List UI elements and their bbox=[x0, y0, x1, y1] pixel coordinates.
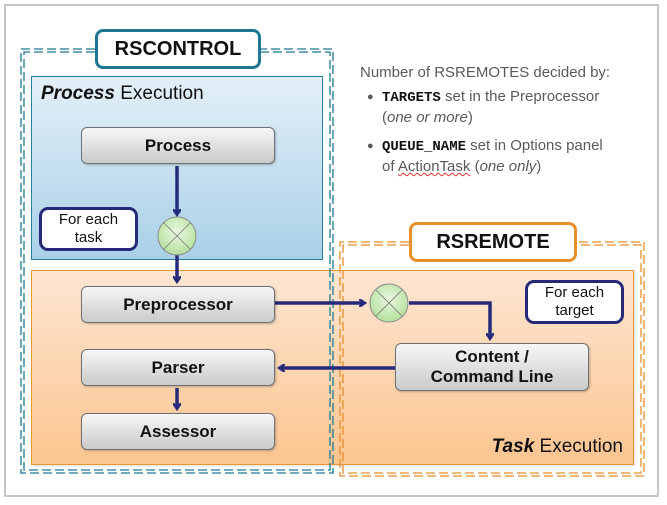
for-each-task-line1: For each bbox=[58, 211, 119, 228]
queue-name-text: set in Options panel bbox=[466, 137, 603, 154]
rsremote-container-border bbox=[339, 241, 645, 477]
task-execution-title-bold: Task bbox=[491, 436, 535, 457]
edge-target-junction-to-content bbox=[409, 301, 490, 338]
process-execution-title: Process Execution bbox=[41, 83, 204, 105]
targets-text: set in the Preprocessor bbox=[440, 88, 600, 105]
note-bullet-list: ● TARGETS set in the Preprocessor (one o… bbox=[360, 87, 660, 177]
targets-code: TARGETS bbox=[382, 90, 441, 106]
rsremote-label: RSREMOTE bbox=[409, 222, 577, 262]
note-heading: Number of RSREMOTES decided by: bbox=[360, 64, 611, 81]
task-execution-title-rest: Execution bbox=[534, 436, 623, 457]
paren-close: ) bbox=[536, 158, 542, 175]
bullet-icon: ● bbox=[367, 140, 374, 152]
queue-name-code: QUEUE_NAME bbox=[382, 139, 467, 155]
for-each-target-label: For each target bbox=[525, 280, 624, 324]
parser-node: Parser bbox=[81, 349, 275, 386]
note-bullet-queue-name: ● QUEUE_NAME set in Options panel of Act… bbox=[360, 136, 660, 177]
assessor-node: Assessor bbox=[81, 413, 275, 450]
rsremote-count-note: Number of RSREMOTES decided by: ● TARGET… bbox=[360, 64, 660, 185]
queue-name-prefix: of bbox=[382, 158, 398, 175]
for-each-target-line2: target bbox=[555, 302, 594, 319]
preprocessor-node: Preprocessor bbox=[81, 286, 275, 323]
targets-qualifier: one or more bbox=[387, 109, 468, 126]
for-each-task-label: For each task bbox=[39, 207, 138, 251]
action-task-word: ActionTask bbox=[397, 158, 471, 175]
process-execution-title-rest: Execution bbox=[114, 83, 204, 104]
content-command-line-node: Content / Command Line bbox=[395, 343, 589, 391]
for-each-task-junction bbox=[157, 216, 197, 256]
process-execution-title-bold: Process bbox=[41, 83, 115, 104]
process-node: Process bbox=[81, 127, 275, 164]
note-bullet-targets: ● TARGETS set in the Preprocessor (one o… bbox=[360, 87, 660, 128]
task-execution-title: Task Execution bbox=[492, 436, 623, 458]
paren-close: ) bbox=[467, 109, 473, 126]
for-each-target-line1: For each bbox=[544, 284, 605, 301]
content-node-line2: Command Line bbox=[430, 367, 554, 386]
content-node-line1: Content / bbox=[455, 347, 529, 366]
queue-name-qualifier: one only bbox=[479, 158, 537, 175]
bullet-icon: ● bbox=[367, 91, 374, 103]
paren-open: ( bbox=[470, 158, 480, 175]
paren-open: ( bbox=[382, 109, 387, 126]
rscontrol-label: RSCONTROL bbox=[95, 29, 261, 69]
for-each-task-line2: task bbox=[74, 229, 103, 246]
rscontrol-container-border bbox=[20, 48, 334, 474]
for-each-target-junction bbox=[369, 283, 409, 323]
